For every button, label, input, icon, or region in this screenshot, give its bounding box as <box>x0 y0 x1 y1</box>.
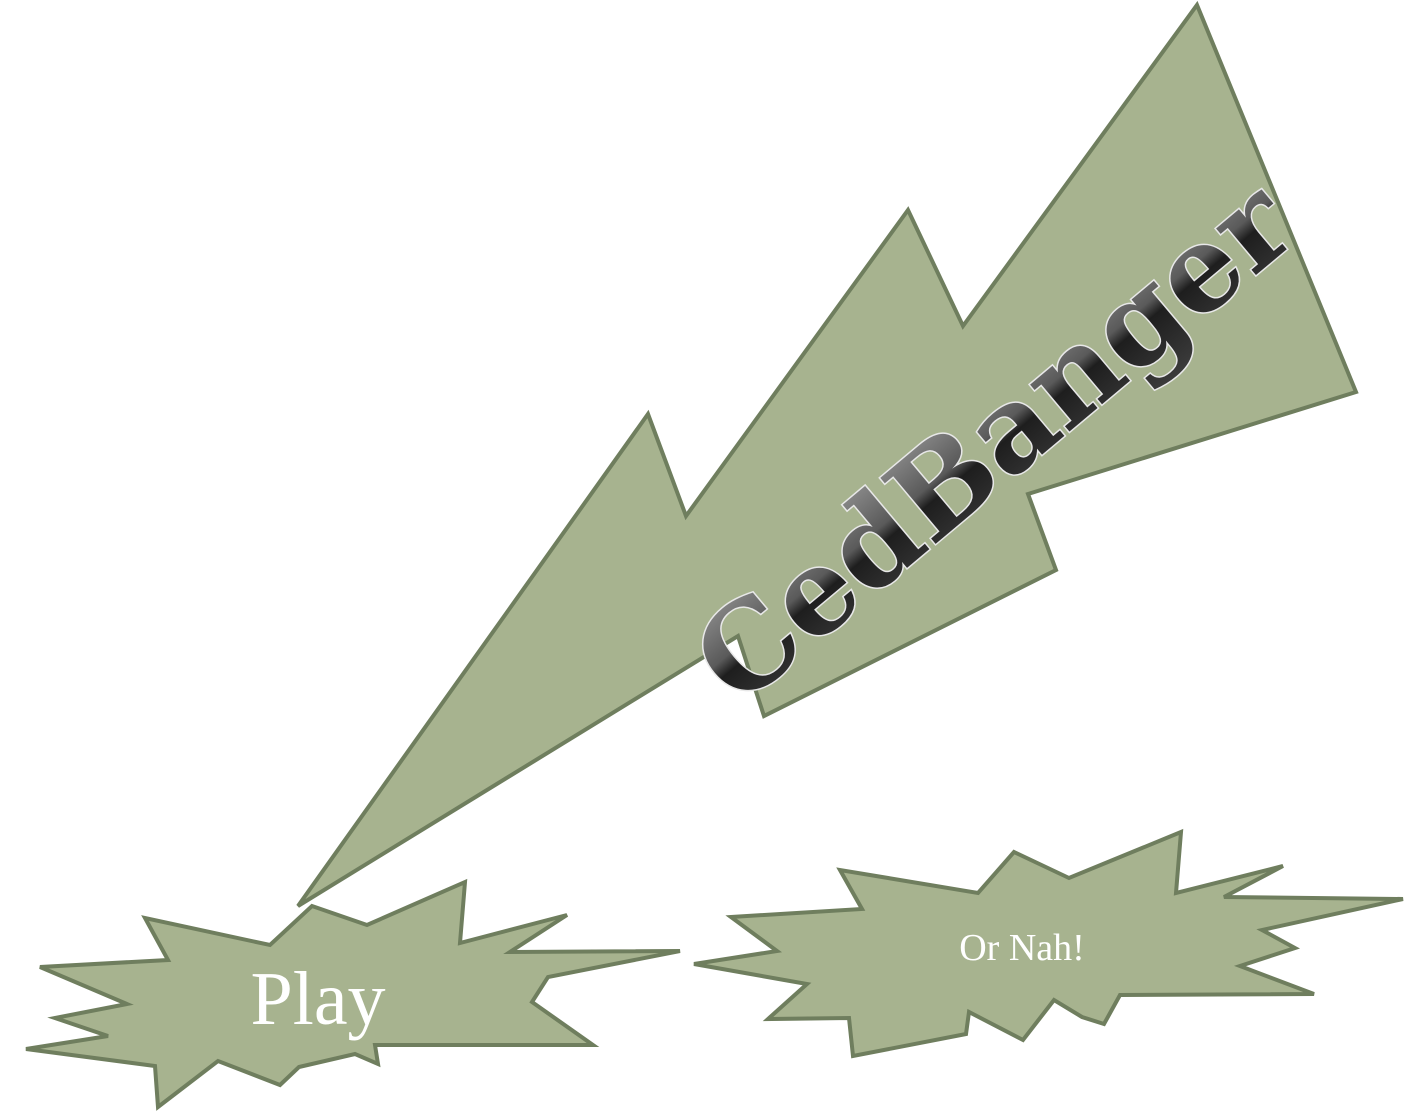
quit-button-starburst <box>693 828 1404 1059</box>
quit-button[interactable]: Or Nah! <box>693 828 1404 1059</box>
play-button-starburst <box>25 878 681 1111</box>
quit-button-label: Or Nah! <box>959 927 1085 969</box>
lightning-bolt-shape <box>296 0 1359 908</box>
play-button[interactable]: Play <box>25 878 681 1111</box>
lightning-bolt-banner: CedBanger <box>296 0 1359 908</box>
play-button-label: Play <box>250 957 385 1041</box>
